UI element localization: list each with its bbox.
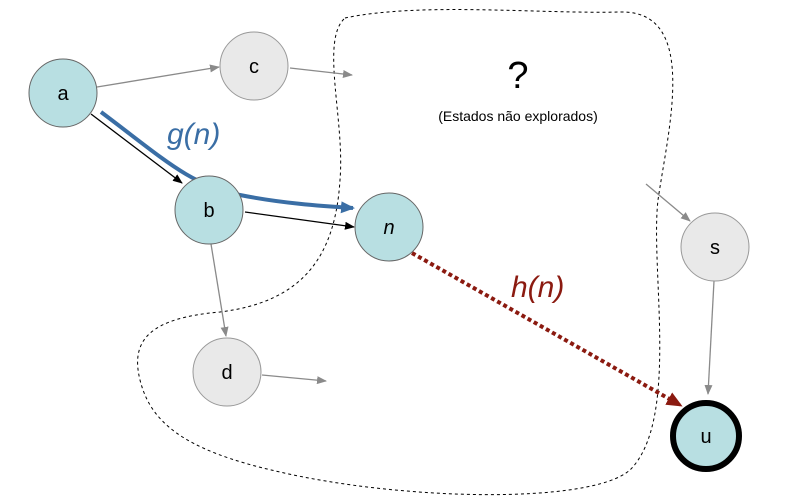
g-label: g(n) bbox=[167, 118, 220, 151]
node-b-label: b bbox=[203, 200, 214, 222]
node-s-label: s bbox=[710, 237, 720, 259]
unexplored-region-boundary bbox=[137, 9, 674, 496]
edge-a-b bbox=[90, 113, 183, 184]
node-a: a bbox=[28, 58, 98, 128]
edge-d-out bbox=[261, 374, 327, 385]
node-u-goal: u bbox=[670, 400, 742, 472]
node-d: d bbox=[192, 337, 262, 407]
edge-b-d bbox=[210, 243, 229, 337]
edge-in-s bbox=[645, 183, 691, 222]
edge-c-out bbox=[289, 67, 353, 78]
node-s: s bbox=[680, 212, 750, 282]
h-label: h(n) bbox=[511, 271, 564, 304]
node-n-label: n bbox=[383, 217, 394, 239]
node-u-label: u bbox=[700, 426, 711, 448]
h-heuristic-path bbox=[411, 251, 683, 407]
node-c-label: c bbox=[249, 56, 259, 78]
edge-s-u bbox=[704, 280, 715, 395]
edge-b-n bbox=[244, 211, 355, 230]
unexplored-caption: (Estados não explorados) bbox=[438, 108, 598, 124]
node-n: n bbox=[354, 192, 424, 262]
node-d-label: d bbox=[221, 362, 232, 384]
node-a-label: a bbox=[57, 83, 69, 105]
unexplored-question-mark: ? bbox=[507, 55, 528, 97]
node-c: c bbox=[219, 31, 289, 101]
node-b: b bbox=[174, 175, 244, 245]
edge-a-c bbox=[96, 64, 220, 88]
